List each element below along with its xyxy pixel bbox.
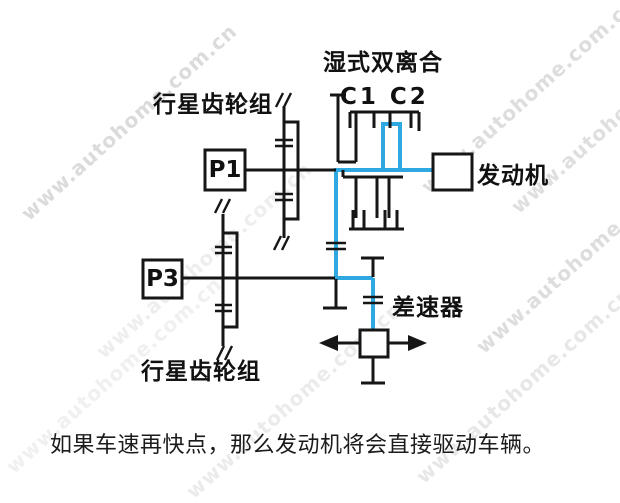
p1-label: P1 <box>208 156 242 183</box>
differential-box <box>358 328 390 359</box>
planetary-gearset-top-label: 行星齿轮组 <box>153 92 273 118</box>
bearing-drop-1 <box>326 241 346 251</box>
p3-label: P3 <box>146 265 179 292</box>
p1-bearing-upper <box>275 138 293 148</box>
p1-box <box>203 148 247 192</box>
wet-dual-clutch-label: 湿式双离合 <box>323 50 443 76</box>
clutch-lower-hub <box>341 170 403 179</box>
p3-bearing-lower <box>215 303 232 313</box>
p1-gearset <box>203 92 336 251</box>
transmission-schematic <box>141 92 474 385</box>
clutch-lower-plates <box>354 177 391 218</box>
bearing-drop-2 <box>363 295 383 305</box>
differential <box>319 328 427 385</box>
p3-ground-hatch-top <box>213 198 232 214</box>
p3-box <box>141 258 184 300</box>
clutch-upper-plates <box>348 112 421 131</box>
axle-left-arrowhead <box>319 335 338 351</box>
p3-gearset <box>141 198 335 361</box>
engine-box <box>431 152 474 192</box>
dual-clutch-pack <box>330 93 421 231</box>
clutch-c1-drum <box>330 93 358 164</box>
p3-gear-body <box>221 231 239 329</box>
power-path <box>334 122 433 331</box>
p3-ground-hatch-bottom <box>215 345 234 361</box>
mid-junction <box>323 241 384 310</box>
stub-shaft-down <box>323 279 347 310</box>
differential-label: 差速器 <box>392 295 464 321</box>
clutch-lower-basket <box>349 210 404 231</box>
p1-bearing-lower <box>275 192 293 202</box>
clutch-c2-drum <box>381 122 402 170</box>
clutch-c1-c2-label: C1 C2 <box>340 84 429 110</box>
caption-text: 如果车速再快点，那么发动机将会直接驱动车辆。 <box>50 433 546 458</box>
axle-right-arrowhead <box>408 335 427 351</box>
p1-ground-hatch-top <box>274 92 293 108</box>
engine <box>431 152 474 192</box>
p3-bearing-upper <box>215 245 232 255</box>
p1-ground-hatch-bottom <box>272 235 291 251</box>
p1-gear-body <box>282 120 300 221</box>
stub-shaft-up <box>361 256 384 277</box>
planetary-gearset-bottom-label: 行星齿轮组 <box>141 359 261 385</box>
differential-mount <box>361 357 385 385</box>
engine-label: 发动机 <box>477 163 549 189</box>
